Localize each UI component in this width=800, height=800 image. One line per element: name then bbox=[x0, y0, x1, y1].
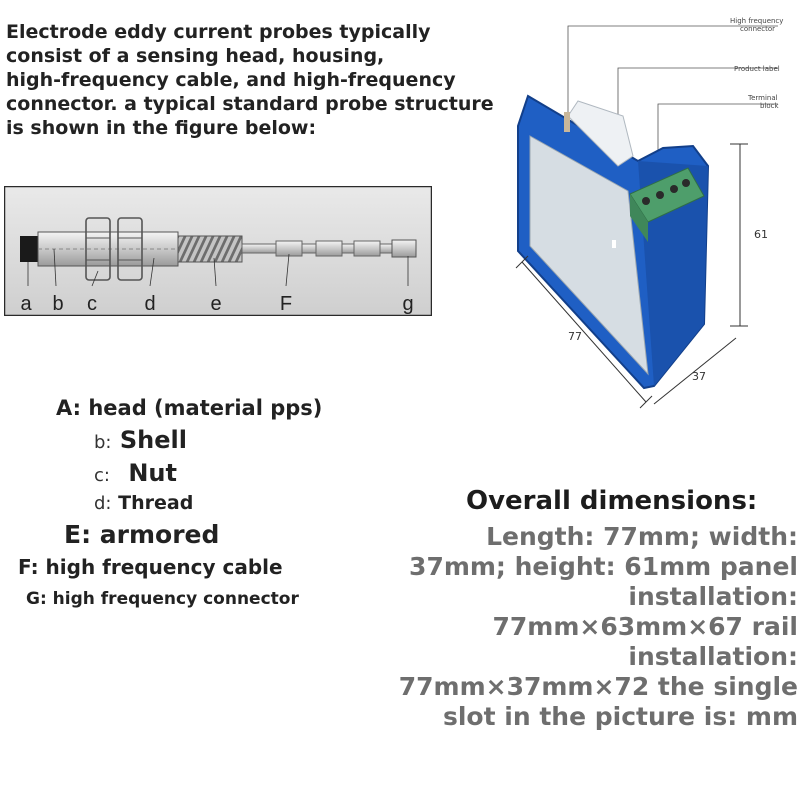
dim-length: 77 bbox=[568, 330, 582, 343]
intro-line: Electrode eddy current probes typically bbox=[6, 21, 431, 43]
housing-face bbox=[529, 135, 649, 376]
legend-b: b: Shell bbox=[94, 426, 187, 454]
legend-key: b: bbox=[94, 432, 112, 453]
dimensions-body: Length: 77mm; width: 37mm; height: 61mm … bbox=[378, 522, 798, 732]
intro-line: high-frequency cable, and high-frequency bbox=[6, 69, 456, 91]
legend-d: d: Thread bbox=[94, 492, 193, 514]
probe-head bbox=[20, 236, 38, 262]
legend-e: E: armored bbox=[64, 520, 220, 549]
dimensions-line: Length: 77mm; width: bbox=[486, 522, 798, 551]
intro-line: is shown in the figure below: bbox=[6, 117, 317, 139]
legend-a: A: head (material pps) bbox=[56, 396, 323, 420]
legend-key: c: bbox=[94, 465, 110, 486]
intro-paragraph: Electrode eddy current probes typically … bbox=[6, 20, 526, 140]
legend-text: Nut bbox=[128, 459, 177, 487]
dimensions-line: 37mm; height: 61mm panel bbox=[409, 552, 798, 581]
probe-nut bbox=[85, 217, 111, 281]
intro-line: connector. a typical standard probe stru… bbox=[6, 93, 494, 115]
probe-nut bbox=[117, 217, 143, 281]
dimensions-line: installation: bbox=[628, 642, 798, 671]
intro-line: consist of a sensing head, housing, bbox=[6, 45, 385, 67]
probe-connector bbox=[391, 239, 417, 258]
probe-structure-figure: a b c d e F g bbox=[4, 186, 432, 316]
legend-c: c: Nut bbox=[94, 459, 177, 487]
dimensions-line: 77mm×63mm×67 rail bbox=[492, 612, 798, 641]
callout-connector: High frequency bbox=[730, 17, 783, 25]
legend-f: F: high frequency cable bbox=[18, 555, 283, 579]
callout-terminal: Terminal bbox=[747, 94, 778, 102]
label-e: e bbox=[210, 293, 221, 315]
label-f: F bbox=[280, 293, 292, 315]
label-a: a bbox=[20, 293, 32, 315]
callout-product-label: Product label bbox=[734, 65, 780, 73]
callout-connector: connector bbox=[740, 25, 775, 33]
callout-terminal: block bbox=[760, 102, 780, 110]
dimensions-line: 77mm×37mm×72 the single bbox=[398, 672, 798, 701]
legend-text: Shell bbox=[119, 426, 187, 454]
dimensions-line: installation: bbox=[628, 582, 798, 611]
label-c: c bbox=[87, 293, 97, 315]
dimensions-title: Overall dimensions: bbox=[466, 486, 758, 516]
legend-text: Thread bbox=[118, 492, 194, 514]
dimensions-line: slot in the picture is: mm bbox=[442, 702, 798, 731]
probe-armor bbox=[177, 235, 243, 263]
legend-key: d: bbox=[94, 493, 112, 514]
dim-width: 37 bbox=[692, 370, 706, 383]
legend-g: G: high frequency connector bbox=[26, 589, 299, 609]
dim-height: 61 bbox=[754, 228, 768, 241]
device-dimension-figure: High frequency connector Product label T… bbox=[515, 17, 783, 409]
label-b: b bbox=[52, 293, 63, 315]
label-g: g bbox=[402, 293, 413, 315]
label-d: d bbox=[144, 293, 155, 315]
